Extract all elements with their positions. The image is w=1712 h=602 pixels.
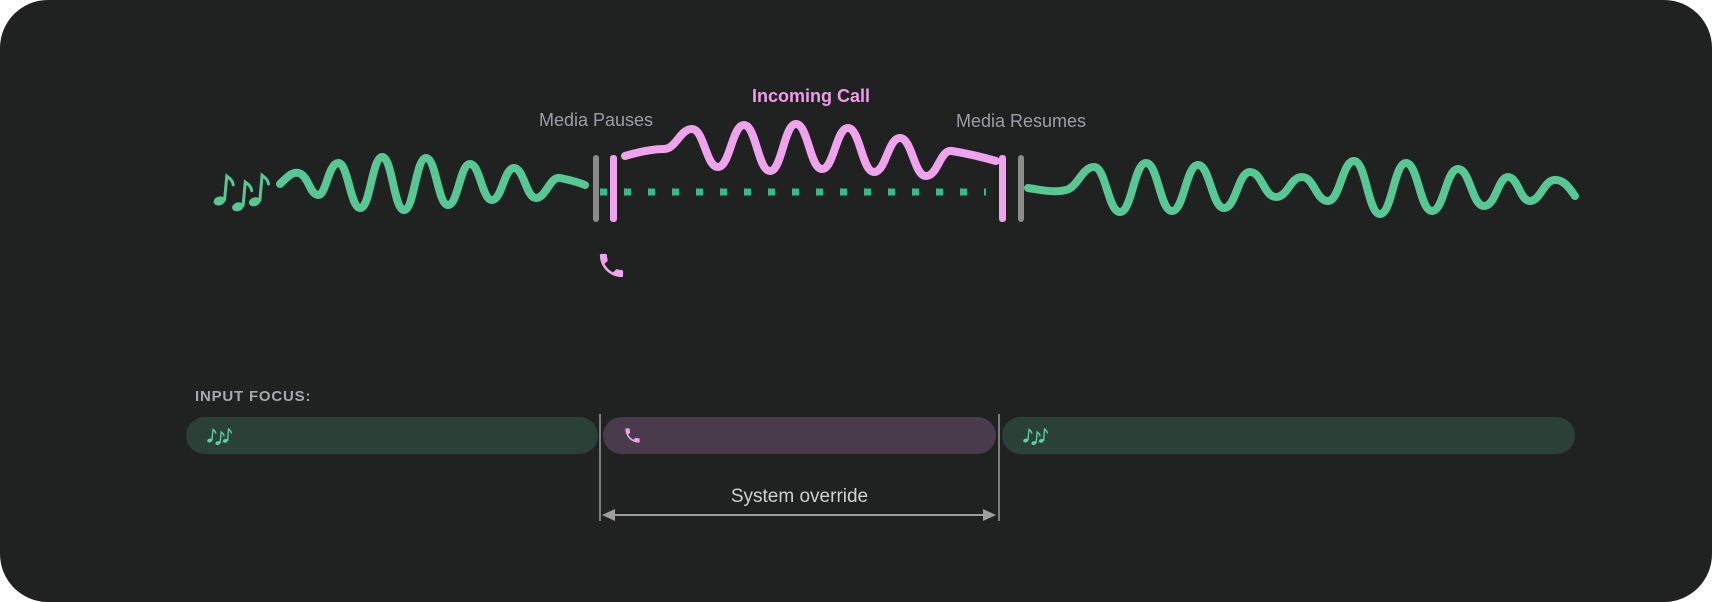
media-pauses-label: Media Pauses xyxy=(538,110,654,130)
phone-icon xyxy=(599,253,624,278)
music-notes-icon xyxy=(210,173,271,215)
pause-marker-call xyxy=(610,155,617,222)
incoming-call-label: Incoming Call xyxy=(751,86,871,106)
resume-marker-call xyxy=(999,155,1006,222)
focus-segment-incoming-call xyxy=(603,417,996,454)
music-notes-icon xyxy=(206,427,232,446)
media-waveform-before xyxy=(276,153,589,214)
arrow-line xyxy=(611,514,987,516)
media-waveform-after xyxy=(1024,157,1579,218)
override-guide-line-left xyxy=(599,414,601,521)
focus-segment-media-after xyxy=(1002,417,1575,454)
arrowhead-left-icon xyxy=(602,509,615,521)
arrowhead-right-icon xyxy=(983,509,996,521)
system-override-arrow xyxy=(602,508,996,522)
waveform-timeline-graphic xyxy=(210,120,1579,278)
media-resumes-label: Media Resumes xyxy=(955,111,1087,131)
override-guide-line-right xyxy=(998,414,1000,521)
resume-marker-media xyxy=(1018,155,1024,222)
incoming-call-waveform xyxy=(621,120,1000,180)
focus-segment-media-before xyxy=(186,417,598,454)
input-focus-label: INPUT FOCUS: xyxy=(195,388,312,405)
music-notes-icon xyxy=(1022,427,1048,446)
pause-marker-media xyxy=(593,155,599,222)
system-override-label: System override xyxy=(730,486,869,507)
phone-icon xyxy=(625,428,640,443)
